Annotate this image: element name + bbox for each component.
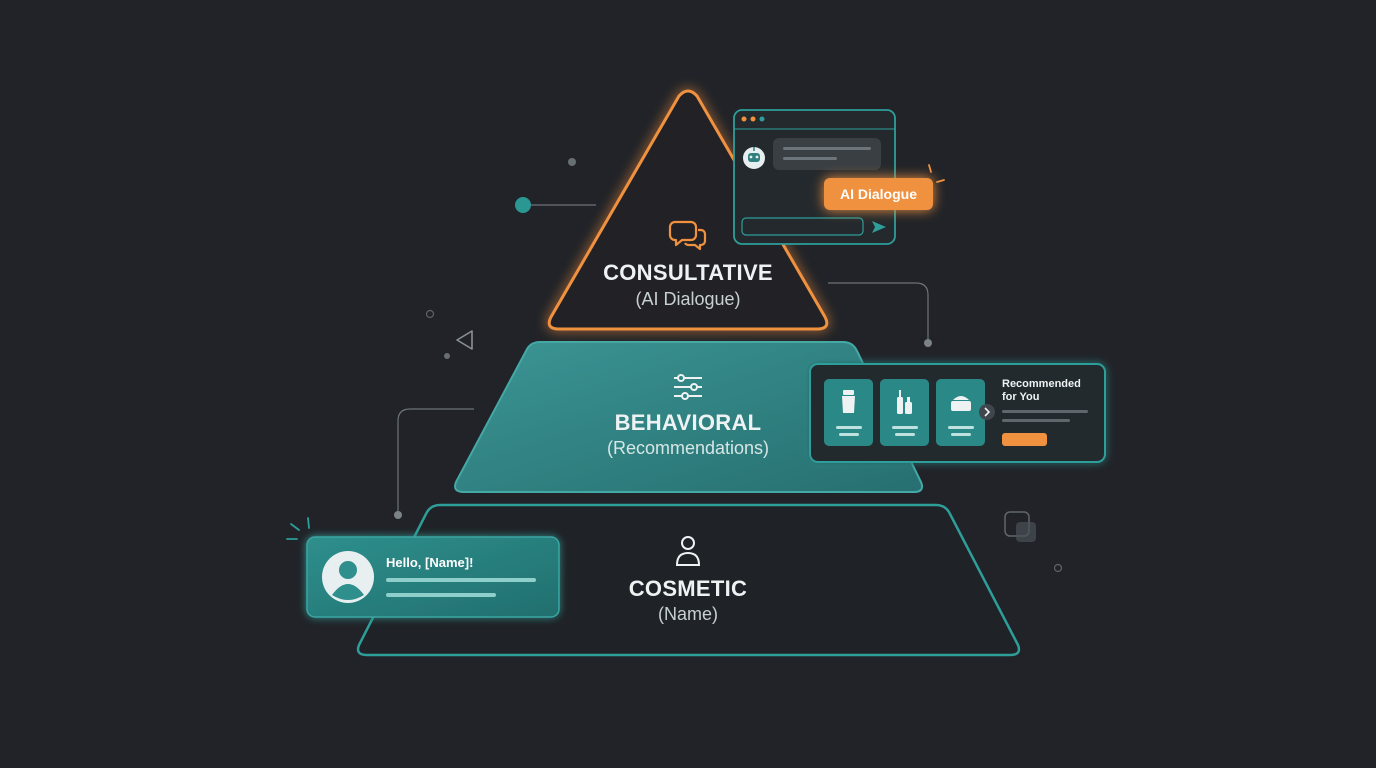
- tier-subtitle-behavioral: (Recommendations): [606, 438, 770, 458]
- product-card[interactable]: [936, 379, 985, 446]
- window-dot-teal: [759, 116, 765, 122]
- decor-triangle-icon: [456, 330, 473, 350]
- ai-dialogue-badge-label: AI Dialogue: [839, 186, 917, 202]
- decor-squares-icon: [1004, 511, 1036, 542]
- decor-dot: [444, 353, 450, 359]
- chat-message-bubble: [773, 138, 881, 170]
- recommendations-card: [809, 363, 1106, 463]
- tier-title-behavioral: BEHAVIORAL: [614, 410, 762, 435]
- decor-ring: [1053, 563, 1063, 573]
- product-card[interactable]: [880, 379, 929, 446]
- connector-dot: [924, 339, 932, 347]
- bottles-icon: [897, 390, 912, 414]
- pyramid-tier-middle: [454, 341, 924, 493]
- sparkle-icon: [286, 517, 310, 540]
- tube-icon: [842, 390, 855, 413]
- profile-avatar-icon: [322, 551, 374, 603]
- cream-jar-icon: [951, 396, 971, 411]
- decor-ring: [425, 309, 435, 319]
- sliders-icon: [674, 374, 702, 400]
- connector-node-teal: [515, 197, 531, 213]
- tier-subtitle-cosmetic: (Name): [657, 604, 718, 624]
- user-icon: [675, 536, 701, 566]
- chat-bubbles-icon: [668, 220, 707, 251]
- pyramid-tier-top: [547, 89, 829, 331]
- chat-input-field[interactable]: [741, 217, 864, 236]
- tier-title-cosmetic: COSMETIC: [628, 576, 748, 601]
- carousel-next-icon[interactable]: [979, 404, 995, 420]
- robot-icon: [743, 147, 765, 169]
- recommended-heading: Recommended for You: [1002, 378, 1081, 403]
- window-dot-orange: [741, 116, 747, 122]
- tier-subtitle-consultative: (AI Dialogue): [635, 289, 741, 309]
- send-icon[interactable]: [872, 221, 886, 233]
- ai-chat-window: [733, 109, 896, 245]
- product-card[interactable]: [824, 379, 873, 446]
- recommend-cta-button[interactable]: [1002, 433, 1047, 446]
- tier-title-consultative: CONSULTATIVE: [603, 260, 773, 285]
- window-dot-orange: [750, 116, 756, 122]
- connector-dot: [394, 511, 402, 519]
- connector-lines: [397, 204, 929, 515]
- decor-dot: [568, 158, 576, 166]
- ai-dialogue-badge: [824, 178, 933, 210]
- greeting-card: [306, 536, 560, 618]
- sparkle-icon: [928, 164, 945, 183]
- greeting-text: Hello, [Name]!: [386, 555, 474, 570]
